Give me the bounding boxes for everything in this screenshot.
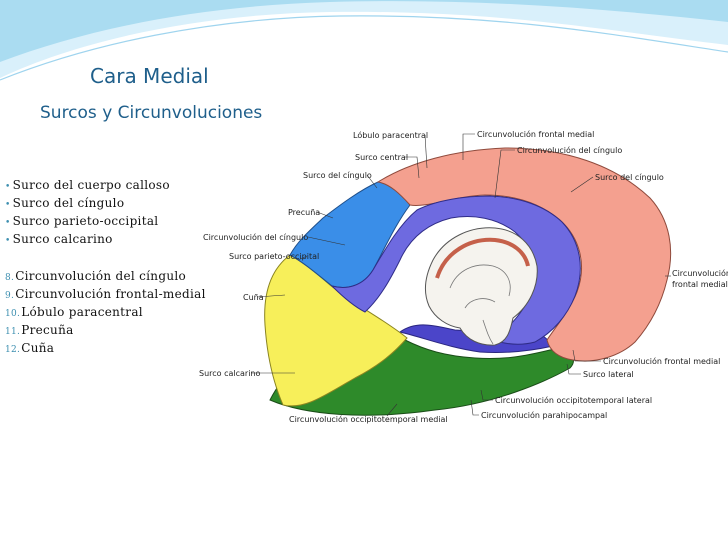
corpus-callosum-arc bbox=[435, 237, 530, 279]
label-surco-lateral: Surco lateral bbox=[583, 370, 634, 379]
region-corpus-callosum bbox=[425, 227, 538, 346]
label-precuna: Precuña bbox=[288, 208, 320, 217]
list-item: 8.Circunvolución del cíngulo bbox=[5, 269, 187, 283]
inner-detail bbox=[449, 264, 511, 345]
slide-subtitle: Surcos y Circunvoluciones bbox=[40, 103, 263, 123]
label-cuna: Cuña bbox=[243, 293, 264, 302]
label-circ-cingulo-left: Circunvolución del cíngulo bbox=[203, 232, 308, 242]
header-swoosh bbox=[0, 0, 728, 81]
label-lobulo-paracentral: Lóbulo paracentral bbox=[353, 130, 428, 140]
list-item: •Surco del cuerpo calloso bbox=[5, 178, 170, 192]
list-item: 9.Circunvolución frontal-medial bbox=[5, 287, 206, 301]
label-circ-frontal-medial-right-1: Circunvolución bbox=[672, 268, 728, 278]
label-surco-central: Surco central bbox=[355, 153, 408, 162]
list-item: •Surco calcarino bbox=[5, 232, 113, 246]
label-circ-frontal-medial-top: Circunvolución frontal medial bbox=[477, 129, 594, 139]
list-item: •Surco del cíngulo bbox=[5, 196, 125, 210]
list-item: 10.Lóbulo paracentral bbox=[5, 305, 143, 319]
region-cingulate bbox=[330, 195, 581, 345]
label-surco-calcarino: Surco calcarino bbox=[199, 369, 261, 378]
swoosh-line bbox=[0, 15, 728, 81]
swoosh-light bbox=[0, 0, 728, 78]
structure-list: •Surco del cuerpo calloso •Surco del cín… bbox=[5, 176, 206, 357]
slide-title: Cara Medial bbox=[90, 64, 209, 88]
swoosh-mid bbox=[0, 0, 728, 62]
brain-medial-diagram: Lóbulo paracentral Surco central Surco d… bbox=[199, 129, 728, 424]
label-surco-cingulo-right: Surco del cíngulo bbox=[595, 173, 664, 182]
label-surco-parieto-occipital: Surco parieto-occipital bbox=[229, 252, 319, 261]
label-circ-frontal-medial-right-2: frontal medial bbox=[672, 280, 728, 289]
list-item: 12.Cuña bbox=[5, 341, 55, 355]
region-frontal-medial bbox=[376, 147, 672, 362]
label-circ-occipitotemporal-lateral: Circunvolución occipitotemporal lateral bbox=[495, 395, 652, 405]
list-item: 11.Precuña bbox=[5, 323, 74, 337]
label-surco-cingulo-left: Surco del cíngulo bbox=[303, 171, 372, 180]
label-circ-parahipocampal: Circunvolución parahipocampal bbox=[481, 410, 607, 420]
label-circ-frontal-medial-bottom: Circunvolución frontal medial bbox=[603, 356, 720, 366]
label-circ-occipitotemporal-medial: Circunvolución occipitotemporal medial bbox=[289, 414, 448, 424]
label-circ-cingulo-top: Circunvolución del cíngulo bbox=[517, 145, 622, 155]
list-item: •Surco parieto-occipital bbox=[5, 214, 159, 228]
